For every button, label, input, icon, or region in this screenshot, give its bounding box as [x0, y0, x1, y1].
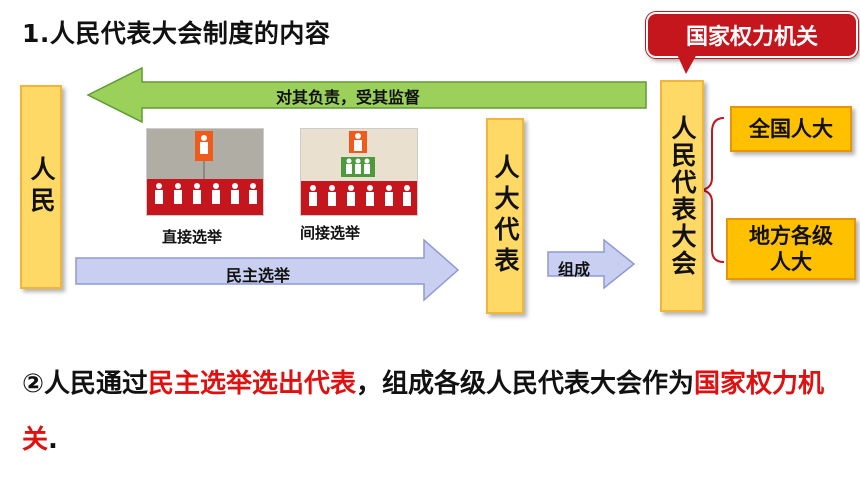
peoples-congress-box: 人民代表大会 [660, 80, 704, 312]
compose-label: 组成 [558, 260, 591, 279]
page-title: 1.人民代表大会制度的内容 [22, 19, 331, 48]
election-arrow [75, 238, 460, 302]
indirect-election-image [300, 128, 418, 216]
direct-election-caption: 直接选举 [162, 228, 223, 246]
callout-badge: 国家权力机关 [646, 12, 858, 58]
statement-highlight-election: 民主选举选出代表 [148, 369, 357, 399]
local-congress-box: 地方各级人大 [726, 218, 856, 280]
election-label: 民主选举 [226, 266, 291, 285]
statement-prefix: ②人民通过 [22, 369, 149, 399]
representatives-box: 人大代表 [486, 118, 524, 314]
indirect-election-caption: 间接选举 [300, 224, 361, 242]
statement-highlight-organ: 国家权力机关 [22, 369, 825, 455]
national-congress-box: 全国人大 [730, 106, 852, 152]
responsibility-label: 对其负责，受其监督 [276, 88, 421, 107]
statement-suffix: . [48, 425, 58, 455]
callout-tail [676, 52, 698, 74]
responsibility-arrow [86, 66, 647, 124]
summary-statement: ②人民通过民主选举选出代表，组成各级人民代表大会作为国家权力机关. [22, 356, 852, 468]
local-congress-label: 地方各级人大 [749, 223, 833, 274]
direct-election-image [146, 128, 264, 216]
compose-arrow [547, 238, 636, 290]
branch-bracket [701, 117, 725, 263]
statement-middle: ，组成各级人民代表大会作为 [356, 369, 695, 399]
people-box: 人民 [20, 85, 62, 289]
